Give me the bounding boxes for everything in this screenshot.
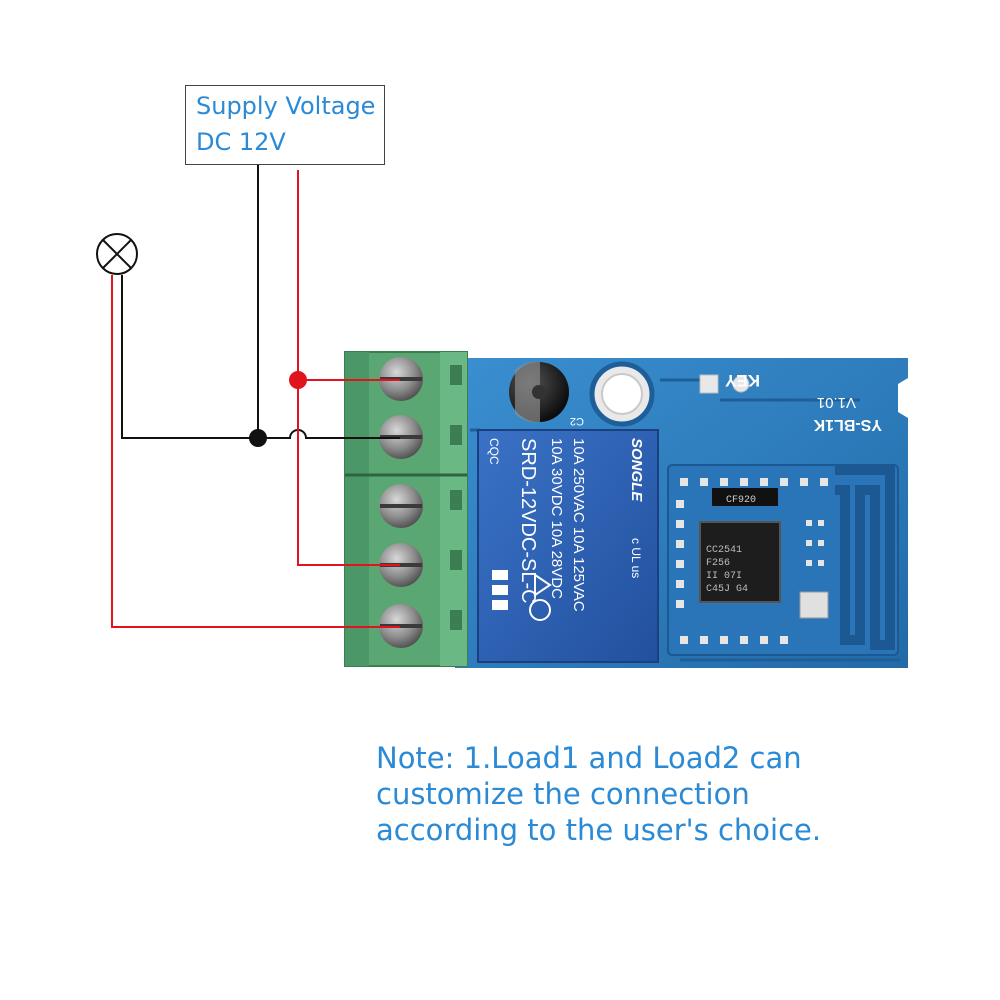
note-line-3: according to the user's choice. — [376, 813, 822, 847]
key-label: KEY — [724, 371, 760, 390]
antenna — [835, 465, 895, 650]
chip-label: CC2541 — [706, 545, 742, 556]
top-chip-label: CF920 — [726, 495, 756, 506]
version-label: V1.01 — [817, 394, 856, 411]
relay-ul: c UL us — [629, 538, 643, 578]
terminal-screw-3 — [379, 484, 423, 528]
relay: SONGLE c UL us 10A 250VAC 10A 125VAC 10A… — [477, 429, 659, 663]
supply-voltage-label: Supply Voltage — [196, 92, 376, 120]
key-pad-2 — [732, 375, 750, 393]
main-chip — [699, 521, 781, 603]
supply-voltage-value: DC 12V — [196, 128, 286, 156]
wires — [111, 165, 400, 628]
key-pad-1 — [699, 374, 719, 394]
note-line-1: Note: 1.Load1 and Load2 can — [376, 741, 802, 775]
bluetooth-module: CF920 CC2541 F256 II 07I C45J G4 — [667, 464, 899, 656]
chip-code-1: II 07I — [706, 571, 742, 582]
relay-model: SRD-12VDC-SL-C — [517, 438, 539, 604]
chip-code-2: C45J G4 — [706, 584, 748, 595]
lamp-icon — [96, 233, 138, 275]
junction-black — [249, 429, 267, 447]
relay-rating-2: 10A 30VDC 10A 28VDC — [548, 438, 565, 599]
chip-sub: F256 — [706, 558, 730, 569]
wire-red-supply — [297, 170, 400, 381]
junction-red — [289, 371, 307, 389]
supply-voltage-box: Supply Voltage DC 12V — [185, 85, 385, 165]
note-line-2: customize the connection — [376, 777, 750, 811]
cap-label: C2 — [570, 415, 584, 427]
crystal — [799, 591, 829, 619]
wire-black-lamp — [121, 275, 400, 439]
wire-red-lamp — [111, 275, 400, 628]
songle-logo — [492, 570, 508, 610]
top-chip — [712, 488, 778, 506]
relay-cert: CQC — [487, 438, 501, 465]
wire-red-common — [297, 380, 400, 566]
model-label: YS-BL1K — [813, 416, 882, 433]
relay-rating-1: 10A 250VAC 10A 125VAC — [570, 438, 587, 612]
relay-brand: SONGLE — [628, 438, 645, 502]
note-text: Note: 1.Load1 and Load2 can customize th… — [376, 740, 976, 848]
